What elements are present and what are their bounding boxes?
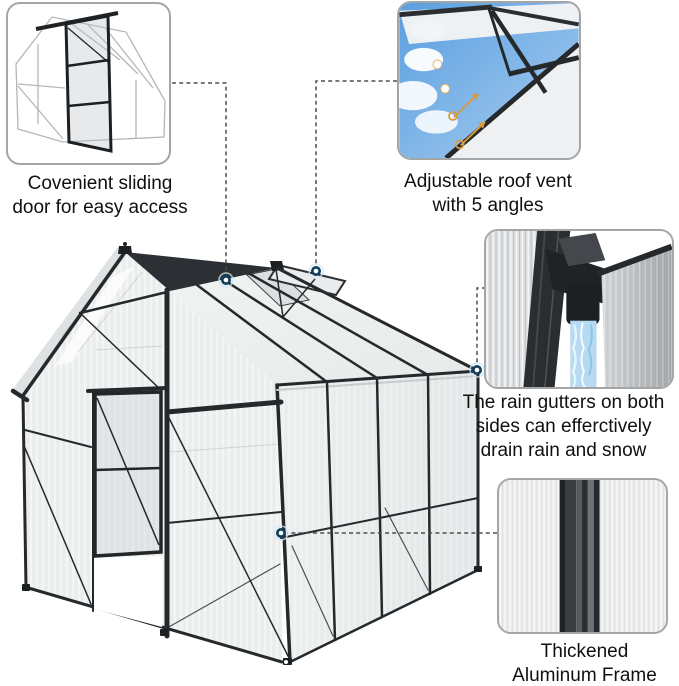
callout-dots [218, 263, 485, 541]
caption-line: Covenient sliding [27, 173, 173, 194]
vent-support-arm [490, 9, 548, 94]
thumbnail-door-panel [35, 11, 119, 153]
caption-aluminum-frame: Thickened Aluminum Frame [490, 640, 679, 686]
gutter-corner [544, 232, 616, 325]
rain-gutter-thumbnail [484, 229, 674, 389]
caption-roof-vent: Adjustable roof vent with 5 angles [383, 170, 593, 218]
callout-dot-door [218, 272, 234, 288]
water-flow [570, 320, 597, 387]
caption-line: Thickened [540, 641, 629, 662]
caption-line: drain rain and snow [480, 440, 647, 461]
caption-rain-gutter: The rain gutters on both sides can effer… [448, 391, 679, 463]
caption-line: The rain gutters on both [462, 392, 665, 413]
greenhouse-structure [10, 242, 482, 665]
callout-dot-gutter [469, 362, 485, 378]
caption-line: Aluminum Frame [512, 665, 657, 686]
caption-line: door for easy access [12, 197, 188, 218]
base-feet [22, 566, 482, 665]
aluminum-bar [559, 480, 600, 632]
callout-dot-vent [308, 263, 324, 279]
sliding-door-thumbnail [6, 2, 171, 165]
callout-dot-frame [273, 525, 289, 541]
angle-markers [432, 59, 486, 150]
caption-line: sides can efferctively [475, 416, 652, 437]
aluminum-frame-thumbnail [497, 478, 668, 634]
roof-vent-thumbnail [397, 1, 581, 160]
sliding-door-panel [93, 390, 163, 627]
caption-line: with 5 angles [432, 195, 544, 216]
caption-line: Adjustable roof vent [404, 171, 572, 192]
caption-sliding-door: Covenient sliding door for easy access [0, 172, 200, 220]
